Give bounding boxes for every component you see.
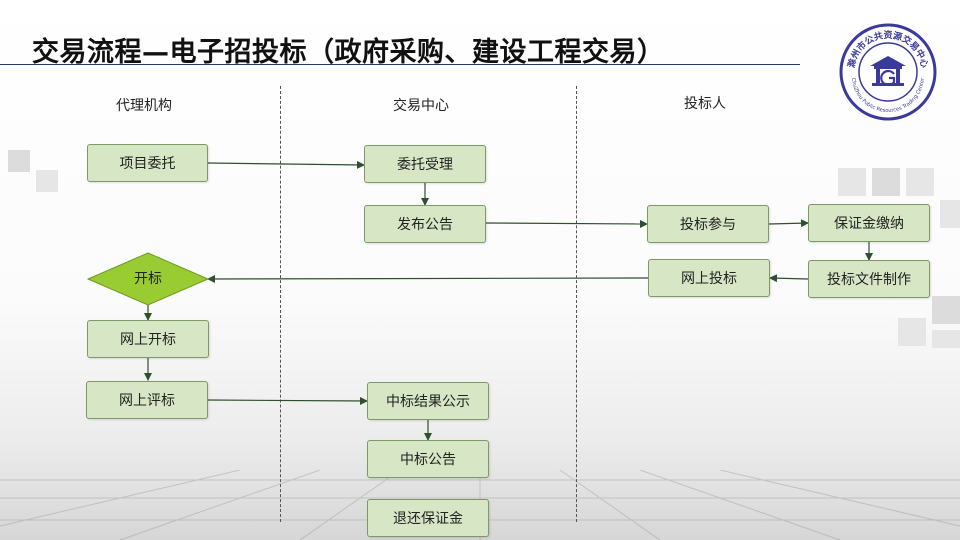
decor-tile — [932, 330, 960, 348]
step-refund-deposit[interactable]: 退还保证金 — [367, 499, 489, 537]
lane-divider — [576, 86, 577, 522]
arrow-bidfile-to-online-bid — [769, 274, 809, 283]
step-award-result-publicity[interactable]: 中标结果公示 — [367, 382, 489, 420]
decor-tile — [8, 150, 30, 172]
title-underline — [0, 64, 800, 65]
decor-tile — [898, 318, 926, 346]
step-online-bid[interactable]: 网上投标 — [648, 259, 770, 297]
step-publish-notice[interactable]: 发布公告 — [364, 205, 486, 243]
open-bid-decision-diamond — [86, 252, 210, 306]
trading-center-logo-icon: 滁州市公共资源交易中心 ChuZhou Public Resources Tra… — [839, 23, 937, 121]
decor-tile — [906, 168, 934, 196]
arrow-publish-to-participate — [485, 219, 648, 228]
step-project-entrust[interactable]: 项目委托 — [87, 144, 208, 182]
decor-tile — [36, 170, 58, 192]
column-header-bidder: 投标人 — [684, 96, 726, 112]
decor-tile — [932, 296, 960, 324]
lane-divider — [280, 86, 281, 522]
column-header-trading-center: 交易中心 — [393, 98, 449, 114]
decor-tile — [940, 200, 960, 228]
step-online-evaluation[interactable]: 网上评标 — [86, 381, 208, 419]
arrow-participate-to-deposit — [768, 219, 809, 228]
step-entrust-accept[interactable]: 委托受理 — [364, 145, 486, 183]
step-bid-participate[interactable]: 投标参与 — [647, 205, 769, 243]
decor-tile — [838, 168, 866, 196]
step-online-bid-opening[interactable]: 网上开标 — [87, 320, 209, 358]
arrow-evaluate-to-result — [207, 396, 368, 405]
decor-tile — [872, 168, 900, 196]
step-deposit-payment[interactable]: 保证金缴纳 — [808, 204, 930, 242]
arrow-online-bid-to-open — [207, 274, 649, 283]
arrow-project-to-accept — [207, 160, 365, 169]
column-header-agency: 代理机构 — [116, 98, 172, 114]
step-award-announcement[interactable]: 中标公告 — [367, 440, 489, 478]
page-title: 交易流程—电子招投标（政府采购、建设工程交易） — [32, 37, 665, 68]
step-bid-file-prepare[interactable]: 投标文件制作 — [808, 260, 930, 298]
step-open-bid-label[interactable]: 开标 — [134, 271, 162, 287]
